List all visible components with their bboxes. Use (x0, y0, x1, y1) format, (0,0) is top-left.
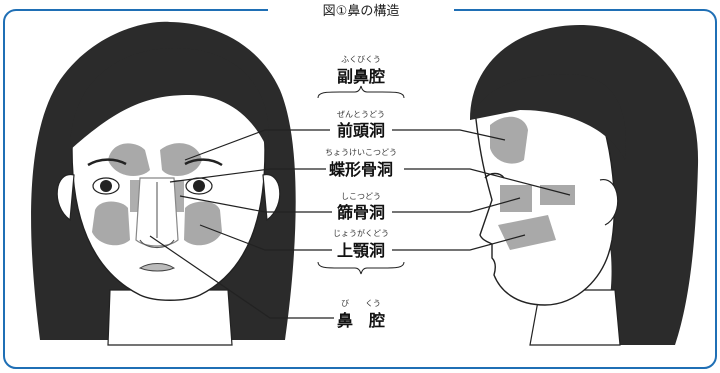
label-ethmoid-sinus: 篩骨洞 (337, 203, 385, 222)
figure-title: 図①鼻の構造 (323, 3, 400, 19)
leader-sphenoid-front (169, 168, 326, 183)
front-pupil-left (100, 180, 112, 192)
brace-bottom (317, 261, 405, 275)
leader-frontal-front (184, 129, 330, 161)
frontal-sinus-side (490, 116, 528, 164)
label-column: ふくびくう 副鼻腔 ぜんとうどう 前頭洞 ちょうけいこつどう 蝶形骨洞 しこつど… (317, 55, 405, 330)
label-paranasal-sinus: 副鼻腔 (337, 67, 385, 86)
label-nasal-cavity: 鼻 腔 (337, 311, 385, 330)
label-ruby-frontal: ぜんとうどう (337, 110, 385, 119)
frontal-sinus-front (108, 143, 150, 176)
front-ear-right (262, 174, 281, 222)
leader-maxillary-front (199, 224, 332, 251)
label-ruby-maxillary: じょうがくどう (333, 228, 389, 238)
maxillary-sinus-side (498, 215, 556, 250)
label-sphenoid-sinus: 蝶形骨洞 (329, 160, 393, 179)
label-ruby-ethmoid: しこつどう (341, 192, 381, 201)
leader-ethmoid-front (179, 195, 332, 213)
maxillary-sinus-front-right (184, 201, 222, 246)
front-mouth (138, 263, 176, 272)
label-ruby-paranasal: ふくびくう (341, 55, 381, 64)
leader-lines (149, 129, 571, 319)
leader-nasal-front (149, 235, 334, 319)
label-frontal-sinus: 前頭洞 (337, 121, 385, 140)
front-brow-right (184, 158, 223, 167)
front-nose (139, 239, 175, 249)
label-maxillary-sinus: 上顎洞 (337, 241, 385, 260)
title-backdrop (268, 0, 454, 20)
front-ear-left (56, 174, 75, 222)
label-ruby-nasal: び くう (341, 299, 381, 308)
brace-top (317, 85, 405, 99)
side-hair-front (470, 74, 626, 160)
side-ear (599, 179, 619, 226)
leader-ethmoid-side (392, 197, 521, 213)
side-face-illustration (470, 25, 699, 346)
label-ruby-sphenoid: ちょうけいこつどう (325, 148, 397, 157)
front-fringe (70, 48, 269, 150)
leader-sphenoid-side (404, 168, 571, 196)
frontal-sinus-front-right (160, 143, 202, 176)
leader-frontal-side (392, 129, 506, 141)
front-face-illustration (31, 21, 296, 346)
leader-maxillary-side (392, 234, 526, 251)
maxillary-sinus-front-left (92, 201, 130, 246)
front-brow-left (87, 158, 127, 167)
front-pupil-right (193, 180, 205, 192)
side-eye (484, 172, 505, 179)
